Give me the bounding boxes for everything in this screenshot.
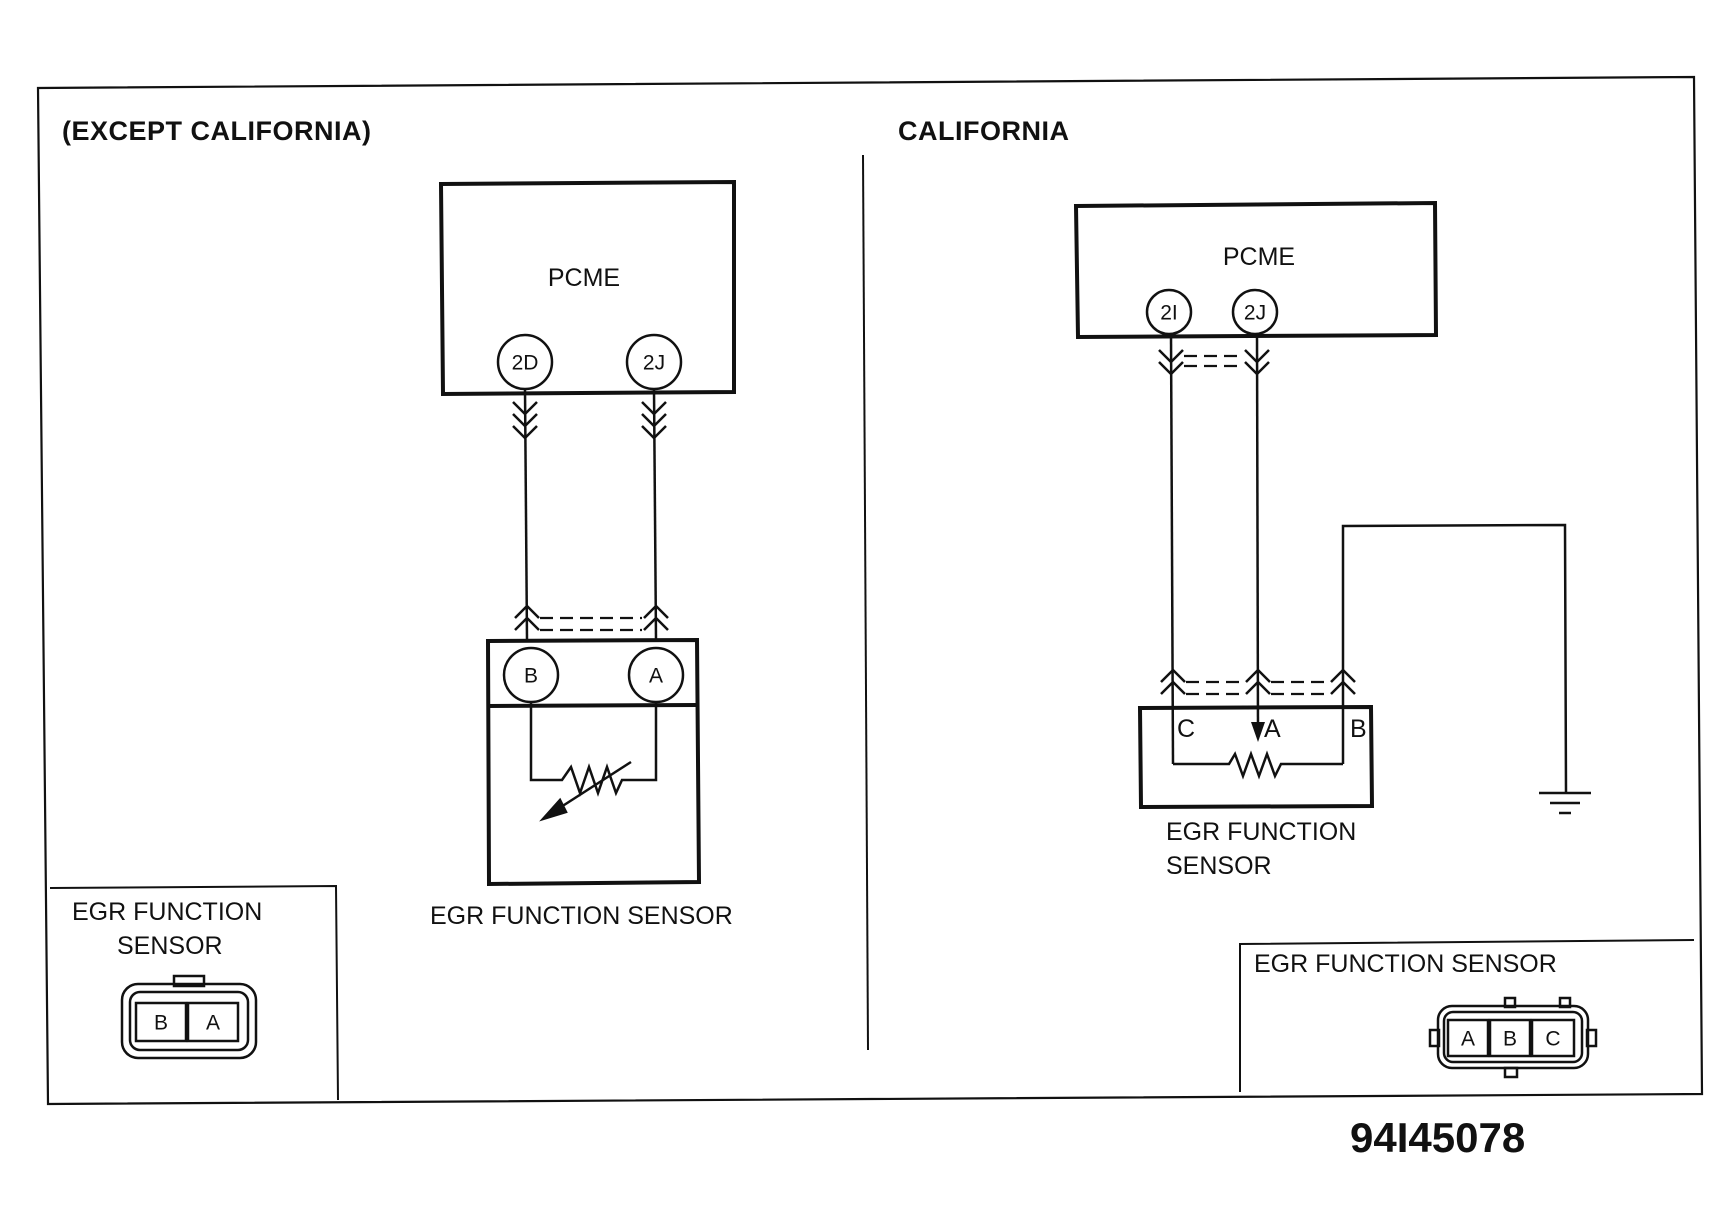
right-resistor	[1173, 750, 1343, 780]
svg-text:2J: 2J	[1244, 302, 1266, 325]
svg-text:B: B	[524, 665, 538, 688]
right-pcme-pin-2j: 2J	[1231, 288, 1279, 336]
left-wire-2j-a	[652, 389, 658, 641]
svg-text:C: C	[1545, 1028, 1560, 1051]
right-wire-a-arrow	[1251, 722, 1265, 742]
right-title: CALIFORNIA	[898, 116, 1069, 146]
left-inset-connector: B A	[120, 974, 258, 1060]
left-sensor-box	[485, 637, 702, 887]
left-pcme-connector-chevrons	[512, 401, 667, 440]
right-wire-2j-a	[1255, 333, 1260, 736]
left-variable-resistor	[529, 702, 658, 822]
left-pcme-pin-2d: 2D	[496, 333, 554, 391]
left-sensor-connector-chevrons	[514, 604, 669, 631]
svg-text:2J: 2J	[643, 352, 665, 375]
right-ground-wire	[1341, 523, 1568, 794]
left-wire-2d-b	[523, 389, 529, 641]
right-inset: EGR FUNCTION SENSOR A B C	[1239, 939, 1695, 1092]
right-pcme-pin-2i: 2I	[1145, 288, 1193, 336]
outer-frame	[36, 75, 1704, 1106]
left-inset: EGR FUNCTION SENSOR B A	[49, 884, 339, 1101]
left-pcme-label: PCME	[548, 264, 620, 292]
right-sensor-label-1: EGR FUNCTION	[1166, 818, 1356, 846]
right-pcme-label: PCME	[1223, 243, 1295, 271]
right-sensor-label-2: SENSOR	[1166, 852, 1272, 880]
left-inset-label-1: EGR FUNCTION	[72, 898, 262, 926]
right-sensor-pin-b: B	[1350, 715, 1367, 743]
right-inset-connector: A B C	[1428, 996, 1598, 1079]
svg-text:B: B	[154, 1012, 168, 1035]
svg-text:B: B	[1503, 1028, 1517, 1051]
right-pcme-box: PCME	[1073, 200, 1439, 340]
figure-code: 94I45078	[1350, 1114, 1525, 1161]
svg-text:A: A	[649, 665, 663, 688]
left-pcme-box: PCME	[438, 179, 736, 397]
right-wire-2i-c	[1169, 333, 1175, 765]
svg-text:A: A	[206, 1012, 220, 1035]
right-sensor-box	[1137, 704, 1375, 810]
right-pcme-connector-chevrons	[1158, 349, 1270, 376]
right-sensor-connector-chevrons	[1160, 668, 1356, 695]
left-sensor-pin-b: B	[502, 646, 560, 704]
left-pcme-pin-2j: 2J	[625, 333, 683, 391]
left-sensor-pin-a: A	[627, 646, 685, 704]
left-inset-label-2: SENSOR	[117, 932, 223, 960]
svg-text:2D: 2D	[512, 352, 539, 375]
right-sensor-pin-a: A	[1264, 715, 1281, 743]
ground-icon	[1539, 791, 1591, 815]
svg-text:A: A	[1461, 1028, 1475, 1051]
left-title: (EXCEPT CALIFORNIA)	[62, 116, 372, 146]
right-sensor-pin-c: C	[1177, 715, 1195, 743]
right-inset-label: EGR FUNCTION SENSOR	[1254, 950, 1557, 978]
left-sensor-label: EGR FUNCTION SENSOR	[430, 902, 733, 930]
center-divider	[862, 154, 869, 1051]
svg-text:2I: 2I	[1160, 302, 1178, 325]
